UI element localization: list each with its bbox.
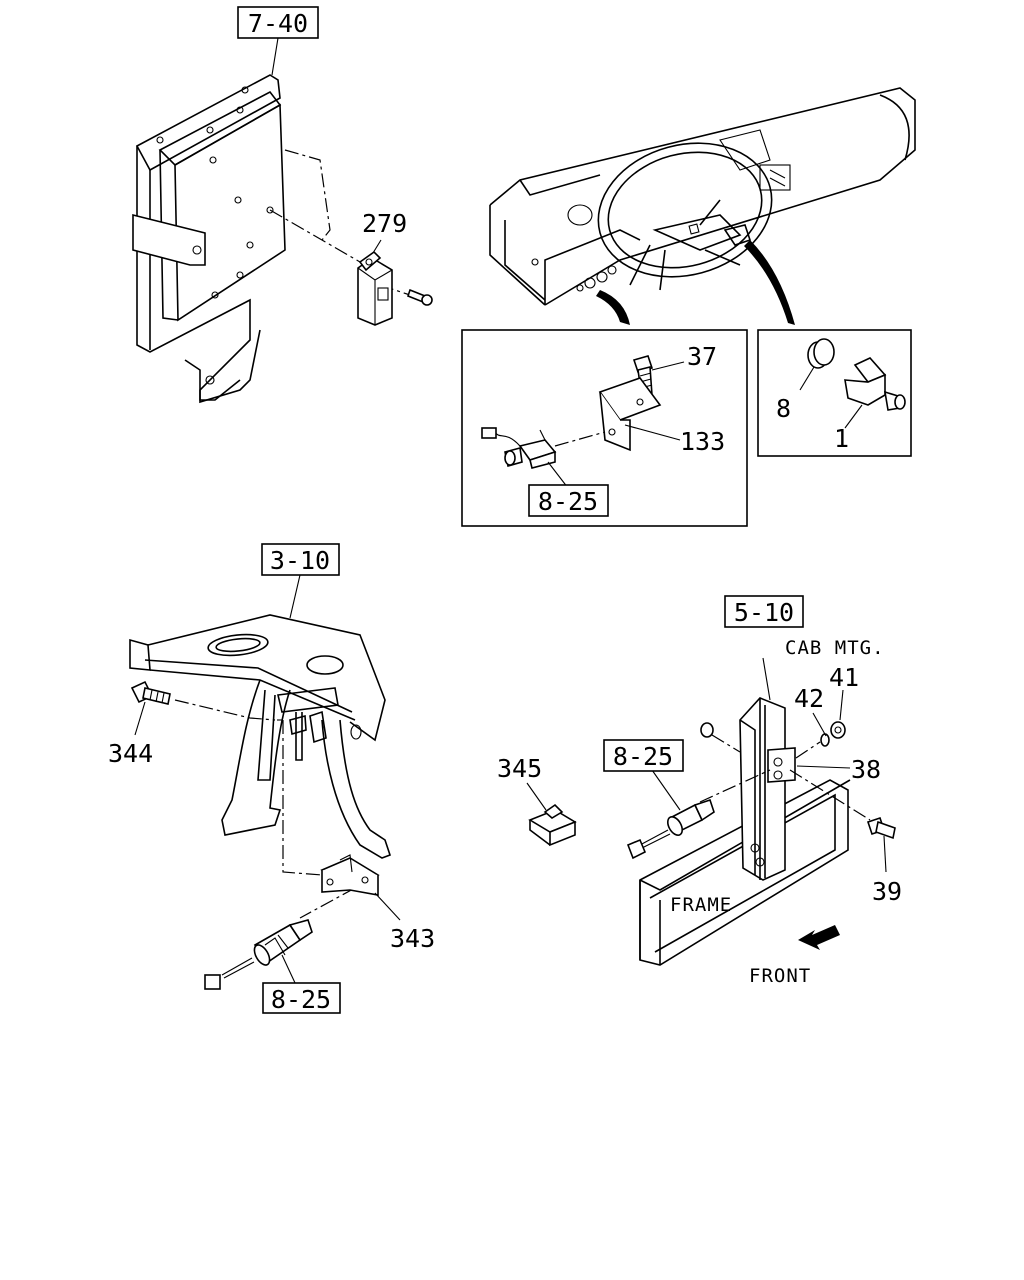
switch-bracket-detail (481, 355, 685, 489)
clip-part-345 (526, 782, 577, 847)
part-label-133: 133 (680, 427, 725, 456)
frame-label: FRAME (670, 894, 732, 916)
part-label-343: 343 (390, 924, 435, 953)
pedal-bracket-assembly (129, 614, 392, 919)
part-label-41: 41 (829, 663, 859, 692)
ref-label-8-25-c: 8-25 (271, 985, 331, 1014)
ref-label-8-25-a: 8-25 (538, 487, 598, 516)
screw-icon (407, 288, 433, 306)
ref-box-5-10 (724, 595, 804, 628)
part-label-8: 8 (776, 394, 791, 423)
dashboard-assembly (489, 87, 916, 325)
part-label-345: 345 (497, 754, 542, 783)
front-label: FRONT (749, 965, 811, 987)
part-label-279: 279 (362, 209, 407, 238)
ref-box-3-10 (261, 543, 340, 576)
pedal-switch (204, 919, 313, 990)
part-label-38: 38 (851, 755, 881, 784)
cab-mtg-label: CAB MTG. (785, 637, 885, 659)
control-unit-assembly (132, 74, 411, 404)
ref-box-8-25-b (603, 739, 684, 772)
bolt-part-344 (130, 680, 171, 736)
leader-line (271, 37, 279, 76)
ref-box-8-25-a (528, 484, 609, 517)
ref-box-7-40 (237, 6, 319, 39)
part-label-1: 1 (834, 424, 849, 453)
ref-label-8-25-b: 8-25 (613, 742, 673, 771)
part-label-344: 344 (108, 739, 153, 768)
cab-mount-assembly (626, 657, 896, 966)
knob-switch-detail (799, 338, 906, 429)
relay-part-279 (357, 239, 393, 326)
ref-label-3-10: 3-10 (270, 546, 330, 575)
part-label-42: 42 (794, 684, 824, 713)
ref-box-8-25-c (262, 982, 341, 1014)
bracket-part-343 (320, 854, 401, 921)
part-label-39: 39 (872, 877, 902, 906)
part-label-37: 37 (687, 342, 717, 371)
leader-line (289, 574, 301, 619)
front-arrow-icon (798, 925, 840, 950)
ref-label-5-10: 5-10 (734, 598, 794, 627)
ref-label-7-40: 7-40 (248, 9, 308, 38)
